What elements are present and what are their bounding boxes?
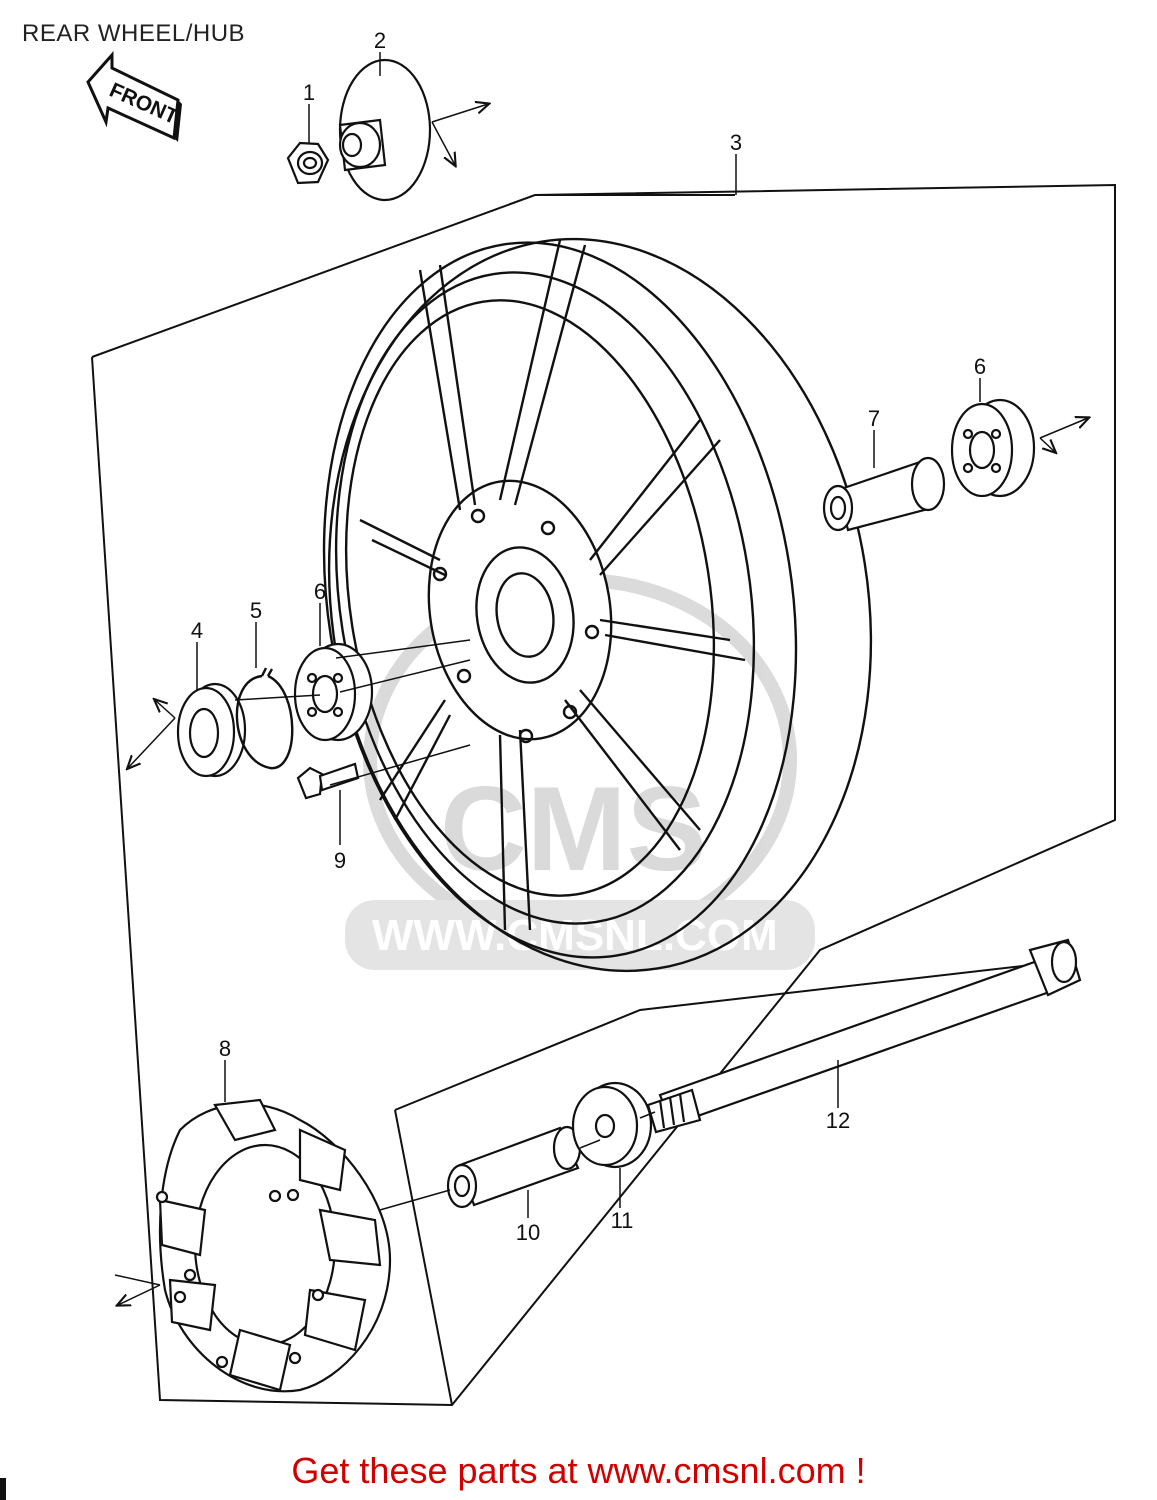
- callout-labels: 1 2 3 4 5 6 6 7 8 9 10 11 12: [191, 28, 986, 1245]
- washer-part-11: [571, 1081, 653, 1169]
- damper-part-8: [155, 1098, 392, 1393]
- callout-12: 12: [826, 1108, 850, 1133]
- watermark-url: WWW.CMSNL.COM: [372, 911, 778, 960]
- bearing-part-6-left: [293, 642, 374, 742]
- axle-part-12: [646, 938, 1082, 1134]
- callout-3: 3: [730, 130, 742, 155]
- oil-seal-part-4: [176, 682, 247, 778]
- leader-lines: [196, 52, 981, 1218]
- nut-part-1: [286, 141, 330, 185]
- corner-mark: [0, 1478, 6, 1500]
- callout-10: 10: [516, 1220, 540, 1245]
- callout-5: 5: [250, 598, 262, 623]
- wheel-frame: [91, 183, 1116, 1407]
- rear-wheel-part-3: [322, 237, 873, 973]
- alignment-lines: [115, 104, 1088, 1305]
- callout-9: 9: [334, 848, 346, 873]
- axle-frame: [394, 959, 1076, 1406]
- callout-7: 7: [868, 406, 880, 431]
- front-arrow-icon: FRONT: [86, 51, 182, 142]
- circlip-part-5: [235, 667, 294, 770]
- bolt-part-9: [296, 762, 360, 800]
- callout-11: 11: [611, 1208, 634, 1233]
- collar-part-2: [338, 58, 432, 202]
- page-title: REAR WHEEL/HUB: [22, 20, 246, 47]
- callout-6-left: 6: [314, 579, 326, 604]
- callout-6-right: 6: [974, 354, 986, 379]
- callout-2: 2: [374, 28, 386, 53]
- callout-1: 1: [303, 80, 315, 105]
- collar-part-7: [822, 456, 946, 532]
- bearing-part-6-right: [950, 398, 1036, 498]
- callout-4: 4: [191, 618, 203, 643]
- collar-part-10: [446, 1125, 582, 1209]
- callout-8: 8: [219, 1036, 231, 1061]
- parts-link[interactable]: Get these parts at www.cmsnl.com !: [291, 1450, 866, 1491]
